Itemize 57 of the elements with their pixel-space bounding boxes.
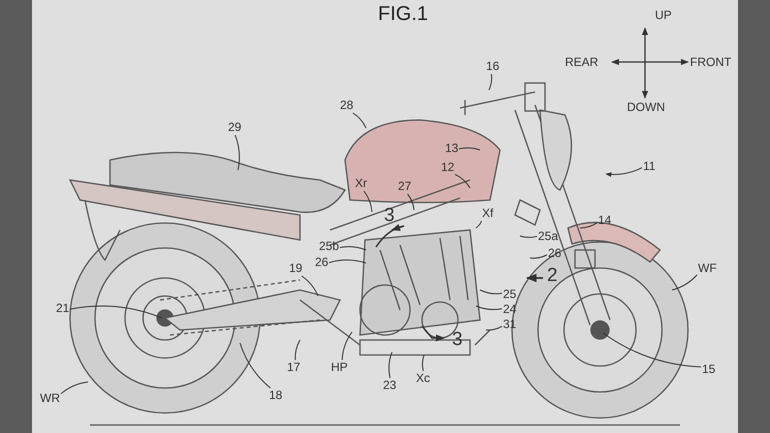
leader-line (294, 340, 300, 360)
callout-number: 27 (398, 180, 412, 193)
section-number: 2 (547, 266, 558, 286)
leader-line (422, 354, 424, 372)
figure-title: FIG.1 (378, 3, 428, 25)
callout-number: 18 (269, 389, 282, 402)
leader-line (234, 134, 240, 170)
callout-number: 29 (228, 121, 242, 134)
leader-line (407, 194, 414, 210)
leader-line (476, 306, 502, 310)
leader-line (363, 190, 372, 212)
callout-number: 26 (315, 256, 328, 269)
callout-number: 25a (538, 230, 558, 243)
leader-line (340, 246, 366, 250)
direction-label: DOWN (627, 101, 665, 114)
direction-label: REAR (565, 56, 598, 69)
leader-line (520, 236, 538, 238)
leader-line (454, 174, 470, 188)
leader-line (301, 276, 318, 296)
direction-label: UP (655, 9, 672, 22)
leader-line (70, 306, 162, 318)
leader-line (476, 220, 482, 228)
leader-line (240, 342, 271, 388)
leader-line (458, 147, 480, 150)
callout-number: HP (331, 361, 348, 374)
callout-number: 11 (643, 160, 656, 173)
callout-number: 25 (503, 288, 516, 301)
leader-line (328, 260, 366, 264)
callout-number: 28 (340, 99, 354, 112)
callout-number: 21 (56, 302, 70, 315)
leader-line (480, 290, 502, 294)
leader-line (388, 352, 392, 378)
callout-number: Xc (416, 372, 430, 385)
callout-number: WR (40, 392, 60, 405)
callout-number: 12 (441, 161, 454, 174)
leader-line (486, 326, 502, 331)
leader-line (488, 74, 492, 90)
leader-line (60, 382, 88, 394)
section-number: 3 (384, 206, 395, 226)
callout-number: Xf (482, 207, 494, 220)
leader-line (352, 112, 366, 128)
callout-number: 19 (289, 262, 302, 275)
callout-number: 13 (445, 142, 458, 155)
leader-line (342, 332, 352, 360)
callout-number: Xr (355, 177, 367, 190)
direction-label: FRONT (690, 56, 732, 69)
callout-number: 25b (319, 240, 340, 253)
leader-line (530, 254, 548, 259)
callout-number: 23 (383, 379, 396, 392)
callout-number: 17 (287, 361, 300, 374)
arrow (605, 167, 642, 177)
leader-line (672, 274, 698, 290)
callout-number: 15 (702, 363, 716, 376)
leader-line (602, 332, 702, 368)
leader-line (580, 222, 598, 228)
callout-number: 16 (486, 60, 500, 73)
callout-number: WF (698, 262, 717, 275)
